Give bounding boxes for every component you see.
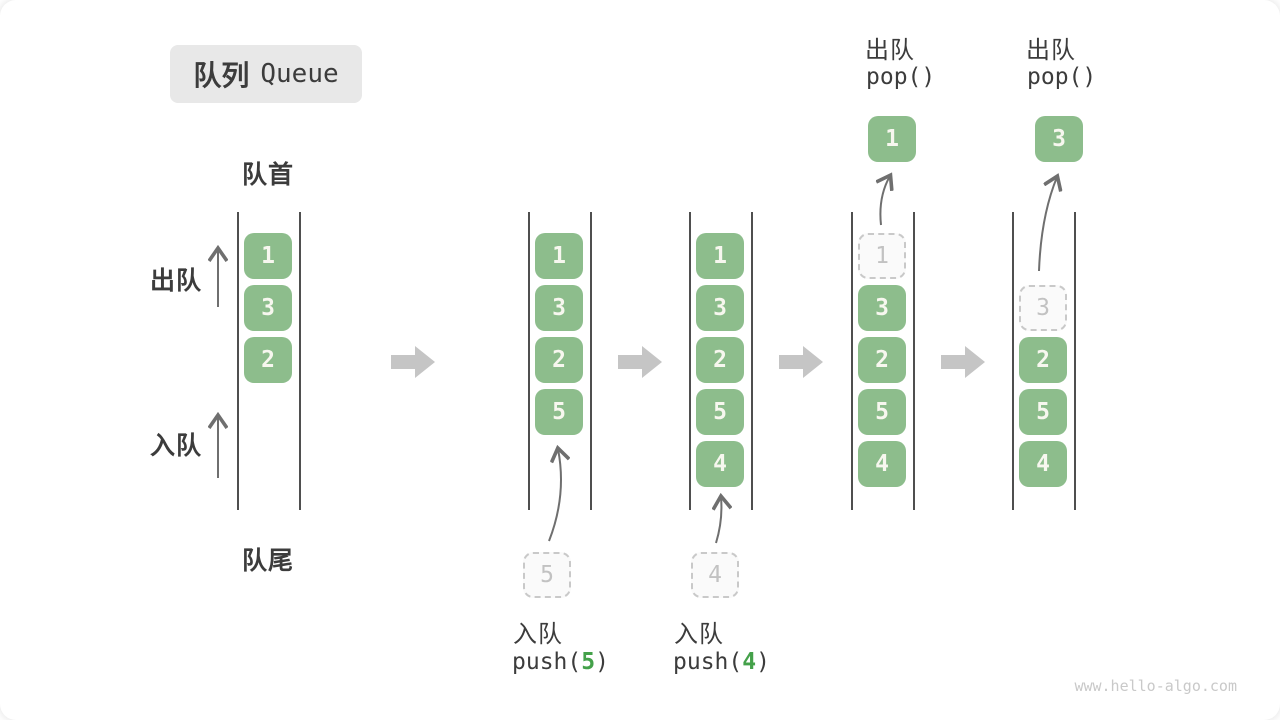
enqueue-arg: 4 xyxy=(742,649,757,675)
pop-3-arrow-icon xyxy=(1038,177,1057,272)
queue-slot: 5 xyxy=(696,389,744,435)
queue-wall-left xyxy=(237,212,239,510)
enqueue-op-code: push(4) xyxy=(673,649,770,675)
next-state-arrow-icon xyxy=(941,346,985,378)
label-dequeue: 出队 xyxy=(150,267,203,295)
queue-slot: 5 xyxy=(1019,389,1067,435)
queue-slot: 2 xyxy=(535,337,583,383)
dequeue-op-label: 出队 xyxy=(1026,37,1076,64)
push-4-arrow-icon xyxy=(716,497,721,544)
next-state-arrow-icon xyxy=(779,346,823,378)
popped-element: 3 xyxy=(1035,116,1083,162)
queue-wall-right xyxy=(590,212,592,510)
dequeue-op-code: pop() xyxy=(1027,64,1097,90)
enqueue-arg: 5 xyxy=(581,649,596,675)
queue-wall-left xyxy=(1012,212,1014,510)
queue-slot: 4 xyxy=(858,441,906,487)
queue-slot: 1 xyxy=(244,233,292,279)
label-queue-front: 队首 xyxy=(241,161,294,189)
queue-wall-right xyxy=(1074,212,1076,510)
watermark: www.hello-algo.com xyxy=(1074,677,1237,695)
next-state-arrow-icon xyxy=(618,346,662,378)
queue-slot: 5 xyxy=(858,389,906,435)
enqueue-op-label: 入队 xyxy=(513,621,563,648)
queue-slot: 3 xyxy=(244,285,292,331)
enqueue-op-code: push(5) xyxy=(512,649,609,675)
queue-slot-dashed: 3 xyxy=(1019,285,1067,331)
queue-wall-left xyxy=(851,212,853,510)
queue-slot: 1 xyxy=(696,233,744,279)
title-zh: 队列 xyxy=(193,60,250,91)
queue-slot: 1 xyxy=(535,233,583,279)
queue-slot: 2 xyxy=(1019,337,1067,383)
push-5-arrow-icon xyxy=(548,449,561,542)
queue-wall-right xyxy=(913,212,915,510)
pop-1-arrow-icon xyxy=(880,176,890,226)
title-en: Queue xyxy=(260,59,339,89)
queue-slot: 2 xyxy=(244,337,292,383)
queue-slot: 5 xyxy=(535,389,583,435)
queue-slot: 2 xyxy=(858,337,906,383)
queue-slot: 4 xyxy=(696,441,744,487)
enqueue-op-label: 入队 xyxy=(674,621,724,648)
queue-slot-dashed: 1 xyxy=(858,233,906,279)
label-enqueue: 入队 xyxy=(150,432,203,460)
queue-wall-left xyxy=(528,212,530,510)
popped-element: 1 xyxy=(868,116,916,162)
queue-slot: 3 xyxy=(696,285,744,331)
queue-slot: 2 xyxy=(696,337,744,383)
incoming-element: 4 xyxy=(691,552,739,598)
incoming-element: 5 xyxy=(523,552,571,598)
queue-wall-right xyxy=(751,212,753,510)
label-queue-rear: 队尾 xyxy=(241,547,294,575)
queue-slot: 3 xyxy=(858,285,906,331)
dequeue-op-code: pop() xyxy=(866,64,936,90)
queue-slot: 3 xyxy=(535,285,583,331)
queue-wall-right xyxy=(299,212,301,510)
queue-wall-left xyxy=(689,212,691,510)
dequeue-op-label: 出队 xyxy=(865,37,915,64)
title-badge: 队列 Queue xyxy=(170,45,362,103)
next-state-arrow-icon xyxy=(391,346,435,378)
queue-slot: 4 xyxy=(1019,441,1067,487)
